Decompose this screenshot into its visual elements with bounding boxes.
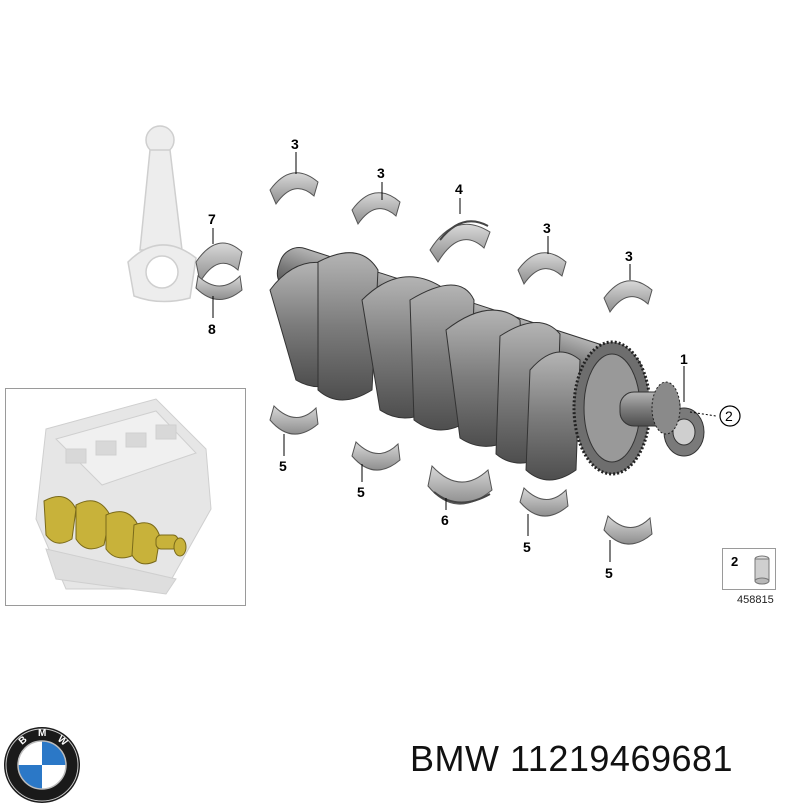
lower-bearing-shell-5a <box>269 405 319 435</box>
engine-location-inset <box>5 388 246 606</box>
bmw-logo-icon: B M W <box>4 727 80 803</box>
upper-bearing-shell-3c <box>517 252 567 286</box>
upper-bearing-shell-3a <box>269 172 319 206</box>
leader-lines <box>212 152 717 562</box>
svg-text:M: M <box>38 728 46 739</box>
callout-5b: 5 <box>357 484 365 500</box>
callout-1: 1 <box>680 351 688 367</box>
callout-5a: 5 <box>279 458 287 474</box>
callout-5d: 5 <box>605 565 613 581</box>
callout-6: 6 <box>441 512 449 528</box>
callout-3a: 3 <box>291 136 299 152</box>
callout-3b: 3 <box>377 165 385 181</box>
callout-8: 8 <box>208 321 216 337</box>
upper-bearing-shell-3b <box>351 192 401 226</box>
diagram-number: 458815 <box>737 594 774 606</box>
rod-bearing-lower-8 <box>195 274 243 300</box>
callout-3d: 3 <box>625 248 633 264</box>
lower-bearing-shell-5d <box>603 515 653 545</box>
thrust-bearing-upper-4 <box>429 220 491 263</box>
callout-2-circle <box>719 405 741 427</box>
callout-5c: 5 <box>523 539 531 555</box>
callout-3c: 3 <box>543 220 551 236</box>
rod-bearing-upper-7 <box>195 242 243 284</box>
callout-7: 7 <box>208 211 216 227</box>
part-2-detail-box: 2 <box>722 548 776 590</box>
callout-4: 4 <box>455 181 463 197</box>
callout-2: 2 <box>725 408 733 424</box>
engine-block-illustration <box>35 398 212 595</box>
upper-bearing-shell-3d <box>603 280 653 314</box>
thrust-bearing-lower-6 <box>427 464 493 505</box>
lower-bearing-shell-5c <box>519 487 569 517</box>
connecting-rod <box>127 125 197 303</box>
crankshaft <box>269 247 705 481</box>
part-2-number: 2 <box>731 554 739 569</box>
lower-bearing-shell-5b <box>351 441 401 471</box>
part-number-caption: BMW 11219469681 <box>410 738 734 779</box>
dowel-pin-icon <box>754 555 770 585</box>
crankshaft-highlight <box>43 496 187 565</box>
